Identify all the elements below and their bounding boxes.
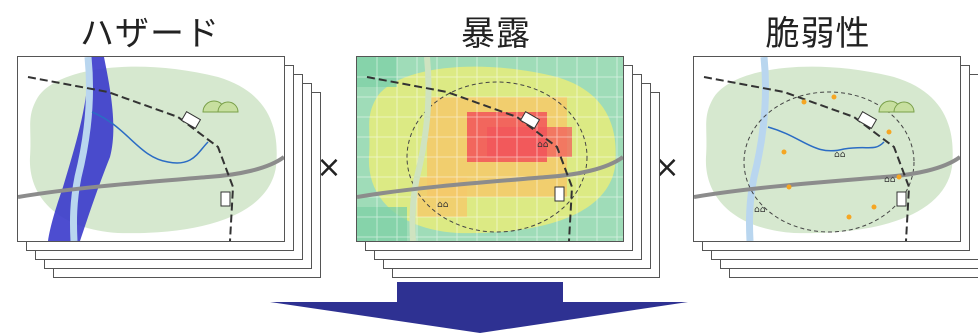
- panel-title-vulnerability: 脆弱性: [765, 14, 871, 54]
- hazard-flood-map-icon: [17, 56, 285, 242]
- panel-title-exposure: 暴露: [461, 14, 531, 54]
- svg-text:⌂⌂: ⌂⌂: [437, 200, 449, 210]
- vulnerability-map-icon: ⌂⌂ ⌂⌂ ⌂⌂: [693, 56, 961, 242]
- svg-text:⌂⌂: ⌂⌂: [537, 140, 549, 150]
- svg-text:⌂⌂: ⌂⌂: [884, 175, 896, 185]
- exposure-heatmap-icon: ⌂⌂ ⌂⌂: [356, 56, 624, 242]
- down-arrow-icon: [270, 282, 688, 333]
- svg-text:⌂⌂: ⌂⌂: [754, 205, 766, 215]
- panel-title-hazard: ハザード: [80, 14, 220, 54]
- svg-text:⌂⌂: ⌂⌂: [834, 150, 846, 160]
